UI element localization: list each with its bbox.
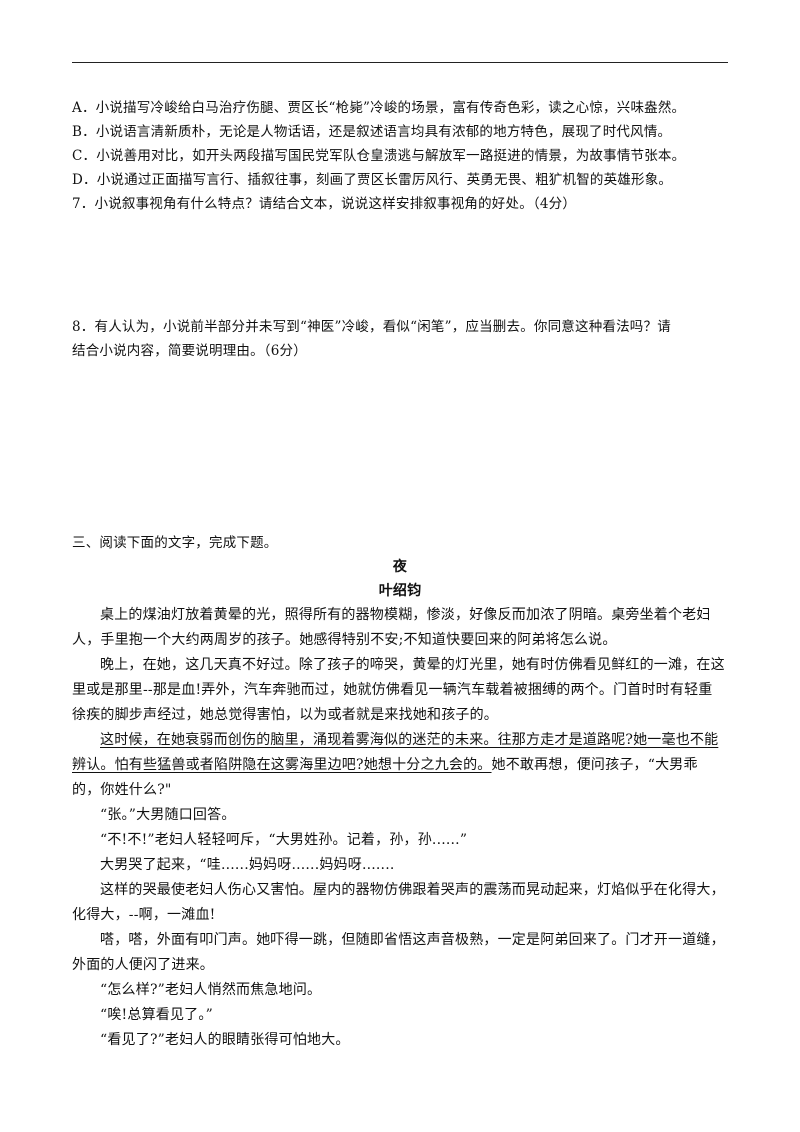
paragraph-2-line-3: 徐疾的脚步声经过，她总觉得害怕，以为或者就是来找她和孩子的。	[72, 707, 498, 723]
dialogue-6: “看见了?”老妇人的眼睛张得可怕地大。	[100, 1032, 350, 1048]
paragraph-2-line-2: 里或是那里--那是血!弄外，汽车奔驰而过，她就仿佛看见一辆汽车载着被捆缚的两个。…	[72, 682, 713, 698]
story-title: 夜	[392, 559, 408, 575]
paragraph-3-line-3: 的，你姓什么?"	[72, 782, 172, 798]
story-author: 叶绍钧	[378, 583, 422, 599]
paragraph-2-line-1: 晚上，在她，这几天真不好过。除了孩子的啼哭，黄晕的灯光里，她有时仿佛看见鲜红的一…	[100, 657, 725, 673]
paragraph-4-line-2: 化得大，--啊，一滩血!	[72, 907, 216, 923]
option-c: C．小说善用对比，如开头两段描写国民党军队仓皇溃逃与解放军一路挺进的情景，为故事…	[72, 148, 686, 164]
question-7: 7．小说叙事视角有什么特点？请结合文本，说说这样安排叙事视角的好处。（4分）	[72, 196, 577, 212]
question-8-line-2: 结合小说内容，简要说明理由。（6分）	[72, 343, 307, 359]
paragraph-3-line-1: 这时候，在她衰弱而创伤的脑里，涌现着雾海似的迷茫的未来。往那方走才是道路呢?她一…	[100, 730, 728, 750]
question-8-line-1: 8．有人认为，小说前半部分并未写到“神医”冷峻，看似“闲笔”，应当删去。你同意这…	[72, 319, 671, 335]
paragraph-1-line-1: 桌上的煤油灯放着黄晕的光，照得所有的器物模糊，惨淡，好像反而加浓了阴暗。桌旁坐着…	[100, 607, 711, 623]
option-b: B．小说语言清新质朴，无论是人物话语，还是叙述语言均具有浓郁的地方特色，展现了时…	[72, 124, 672, 140]
paragraph-5-line-1: 嗒，嗒，外面有叩门声。她吓得一跳，但随即省悟这声音极熟，一定是阿弟回来了。门才开…	[100, 932, 725, 948]
dialogue-5: “唉!总算看见了。”	[100, 1007, 213, 1023]
paragraph-1-line-2: 人，手里抱一个大约两周岁的孩子。她感得特别不安;不知道快要回来的阿弟将怎么说。	[72, 632, 617, 648]
paragraph-3-text: 她不敢再想，便问孩子，“大男乖	[491, 757, 698, 773]
section-3-heading: 三、阅读下面的文字，完成下题。	[72, 535, 278, 551]
option-d: D．小说通过正面描写言行、插叙往事，刻画了贾区长雷厉风行、英勇无畏、粗犷机智的英…	[72, 172, 673, 188]
dialogue-3: 大男哭了起来，“哇......妈妈呀......妈妈呀.......	[100, 857, 395, 873]
paragraph-5-line-2: 外面的人便闪了进来。	[72, 957, 214, 973]
dialogue-4: “怎么样?”老妇人悄然而焦急地问。	[100, 982, 322, 998]
underlined-sentence: 这时候，在她衰弱而创伤的脑里，涌现着雾海似的迷茫的未来。往那方走才是道路呢?她一…	[100, 732, 719, 748]
header-rule	[72, 62, 728, 63]
option-a: A．小说描写冷峻给白马治疗伤腿、贾区长“枪毙”冷峻的场景，富有传奇色彩，读之心惊…	[72, 100, 686, 116]
dialogue-2: “不!不!”老妇人轻轻呵斥，“大男姓孙。记着，孙，孙......”	[100, 832, 468, 848]
paragraph-4-line-1: 这样的哭最使老妇人伤心又害怕。屋内的器物仿佛跟着哭声的震荡而晃动起来，灯焰似乎在…	[100, 882, 725, 898]
paragraph-3-line-2: 辨认。怕有些猛兽或者陷阱隐在这雾海里边吧?她想十分之九会的。她不敢再想，便问孩子…	[72, 755, 728, 775]
dialogue-1: “张。”大男随口回答。	[100, 807, 236, 823]
underlined-sentence-end: 辨认。怕有些猛兽或者陷阱隐在这雾海里边吧?她想十分之九会的。	[72, 757, 492, 773]
